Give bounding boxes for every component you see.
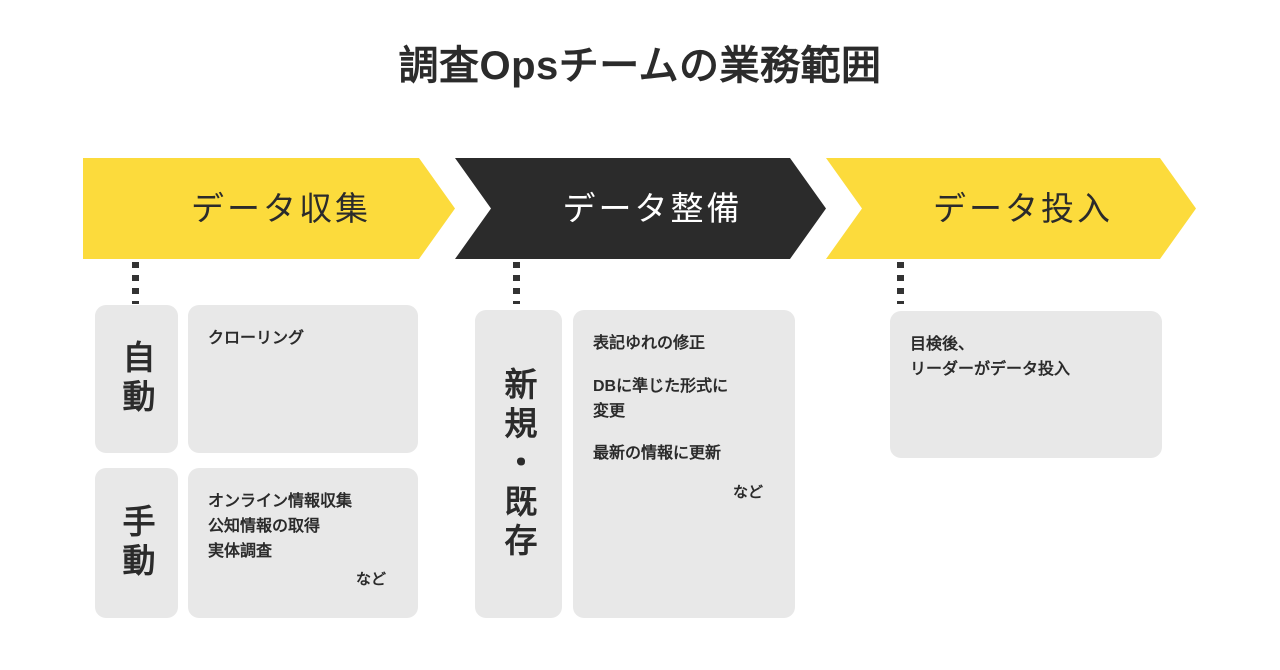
page-title: 調査Opsチームの業務範囲 xyxy=(398,44,882,88)
dotted-connector-icon xyxy=(513,262,520,304)
category-label-new-existing: 新規・既存 xyxy=(475,310,562,618)
list-item: 表記ゆれの修正 xyxy=(593,335,706,352)
category-label-auto: 自動 xyxy=(95,305,178,453)
content-box-preparation: 表記ゆれの修正 DBに準じた形式に 変更 最新の情報に更新 など xyxy=(573,310,795,618)
category-label-text: 自動 xyxy=(118,340,155,418)
stage-banner-label: データ投入 xyxy=(933,190,1113,227)
dotted-connector-icon xyxy=(897,262,904,304)
stage-banner-label: データ整備 xyxy=(562,190,743,227)
stage-banner-data-collection[interactable]: データ収集 xyxy=(83,158,455,259)
category-label-manual: 手動 xyxy=(95,468,178,618)
stage-banner-data-preparation[interactable]: データ整備 xyxy=(455,158,826,259)
category-label-text: 手動 xyxy=(118,504,155,582)
content-box-data-input: 目検後、 リーダーがデータ投入 xyxy=(890,311,1162,458)
content-box-manual: オンライン情報収集 公知情報の取得 実体調査 など xyxy=(188,468,418,618)
etcetera-note: など xyxy=(732,484,763,502)
list-item-line: リーダーがデータ投入 xyxy=(910,360,1071,378)
list-item: 実体調査 xyxy=(208,542,273,560)
list-item: 最新の情報に更新 xyxy=(593,445,722,463)
list-item: 公知情報の取得 xyxy=(208,517,321,535)
list-item-line: 変更 xyxy=(593,402,626,420)
list-item-line: DBに準じた形式に xyxy=(593,377,729,395)
etcetera-note: など xyxy=(355,571,386,589)
list-item: オンライン情報収集 xyxy=(208,493,353,510)
content-box-auto: クローリング xyxy=(188,305,418,453)
stage-banner-label: データ収集 xyxy=(191,190,371,227)
stage-banner-data-input[interactable]: データ投入 xyxy=(826,158,1196,259)
list-item-line: 目検後、 xyxy=(910,336,975,353)
dotted-connector-icon xyxy=(132,262,139,304)
category-label-text: 新規・既存 xyxy=(500,366,537,562)
list-item: クローリング xyxy=(208,330,305,347)
list-item: DBに準じた形式に 変更 xyxy=(593,375,775,425)
